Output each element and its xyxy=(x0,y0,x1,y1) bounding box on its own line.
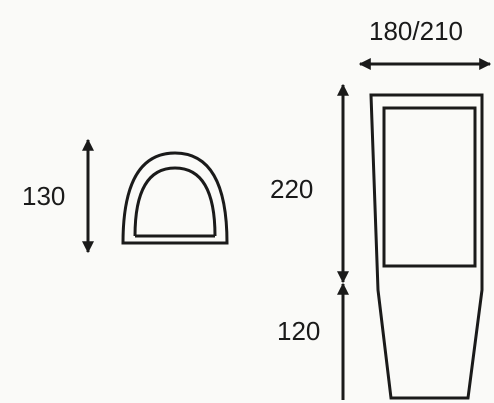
dome-height-label: 130 xyxy=(22,181,66,211)
dome-shape xyxy=(121,151,229,245)
lamp-body-outline xyxy=(369,93,484,400)
lower-height-label: 120 xyxy=(277,316,321,346)
width-label: 180/210 xyxy=(369,16,463,46)
upper-height-label: 220 xyxy=(270,174,314,204)
